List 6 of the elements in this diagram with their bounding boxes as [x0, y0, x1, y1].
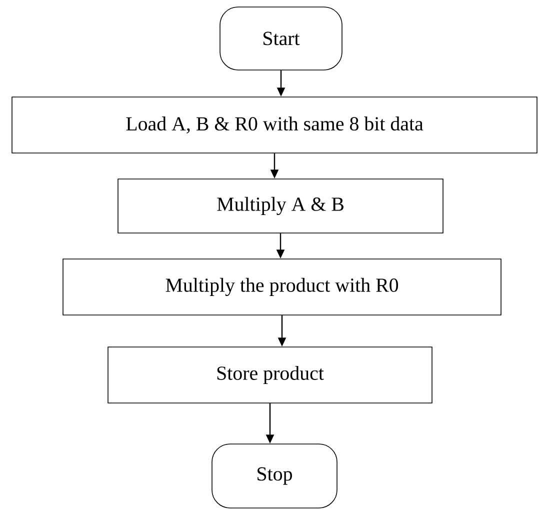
process-box: Multiply the product with R0: [62, 258, 502, 316]
terminal-box: Stop: [212, 444, 338, 508]
process-box: Multiply A & B: [118, 178, 444, 234]
process-box: Load A, B & R0 with same 8 bit data: [12, 96, 538, 154]
terminal-box: Start: [220, 6, 342, 70]
process-box: Store product: [108, 346, 432, 404]
